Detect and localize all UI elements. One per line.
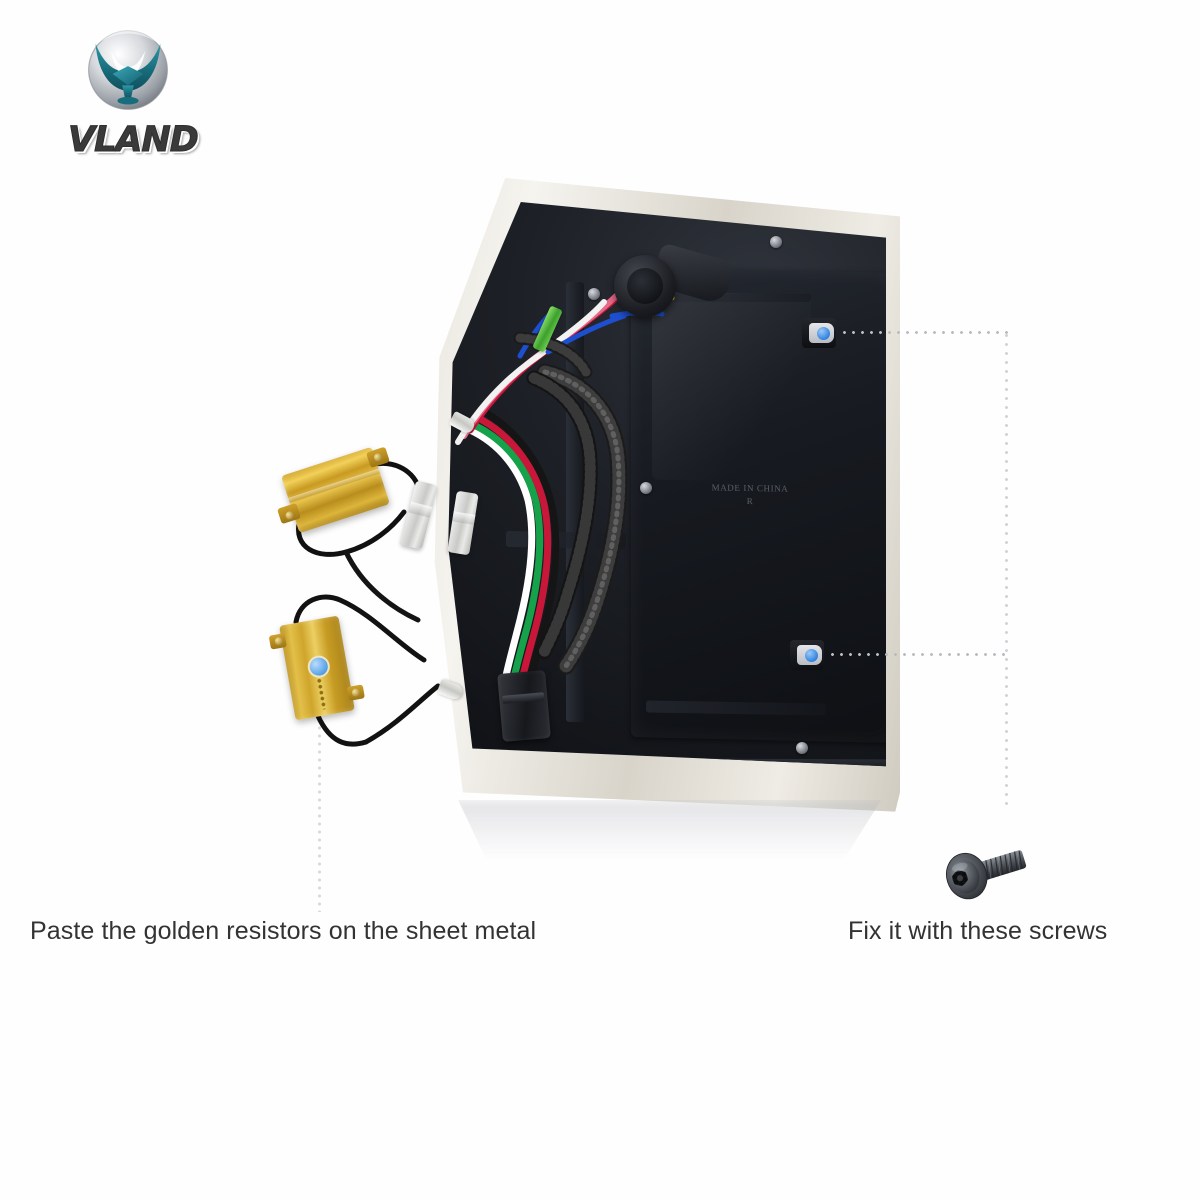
bulb-socket [614,255,676,317]
golden-resistor-upper [277,446,390,534]
black-harness-plug [497,670,551,742]
golden-resistor-lower [268,615,365,721]
caption-resistors: Paste the golden resistors on the sheet … [30,917,537,945]
callout-line-screw-upper [840,331,1010,334]
housing-screw [588,288,600,300]
housing-screw [640,482,652,494]
molded-marking-line2: R [746,495,754,507]
callout-line-resistor [318,724,321,912]
mounting-clip-upper [802,318,836,348]
clip-blue-dot-icon [805,649,818,662]
molded-marking-line1: MADE IN CHINA [711,482,789,494]
callout-line-screw-lower [828,653,1010,656]
vland-wing-emblem-icon [88,29,168,110]
callout-line-screw-vertical [1005,331,1008,811]
housing-rib [661,294,811,302]
torx-screw-icon [946,850,1027,900]
housing-rib [506,530,626,550]
product-reflection [458,800,882,860]
caption-screws: Fix it with these screws [848,917,1108,945]
housing-rib [566,281,584,723]
clip-blue-dot-icon [817,327,830,340]
brand-logo: VLAND [62,22,252,161]
brand-wordmark: VLAND [68,120,200,161]
mounting-clip-lower [790,640,824,670]
housing-screw [796,742,808,754]
molded-marking: MADE IN CHINA R [690,481,810,509]
housing-screw [770,236,782,248]
